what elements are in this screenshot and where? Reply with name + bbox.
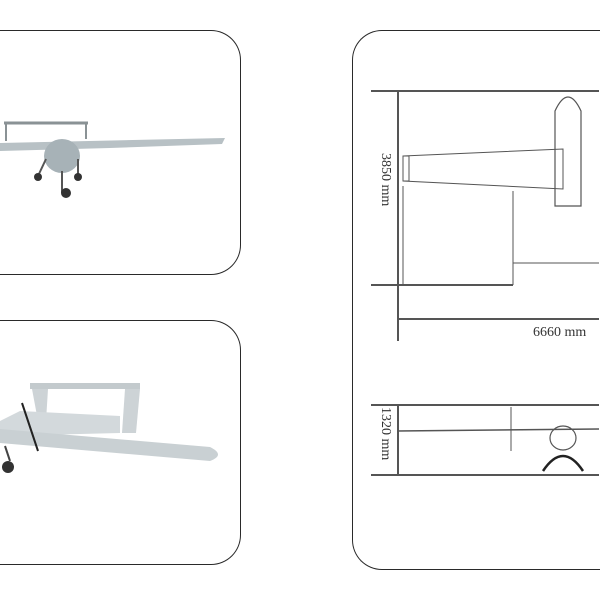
drone-front-photo (0, 121, 225, 198)
drone-side-photo (0, 383, 218, 473)
drone-front-photo-card (0, 30, 241, 275)
length-dimension-label: 3850 mm (378, 153, 393, 207)
technical-drawing (371, 90, 599, 476)
drone-side-photo-card (0, 320, 241, 565)
wingspan-dimension-label: 6660 mm (533, 325, 587, 340)
height-dimension-label: 1320 mm (378, 407, 393, 461)
dimension-drawing-card: 3850 mm 6660 mm 1320 mm (352, 30, 600, 570)
